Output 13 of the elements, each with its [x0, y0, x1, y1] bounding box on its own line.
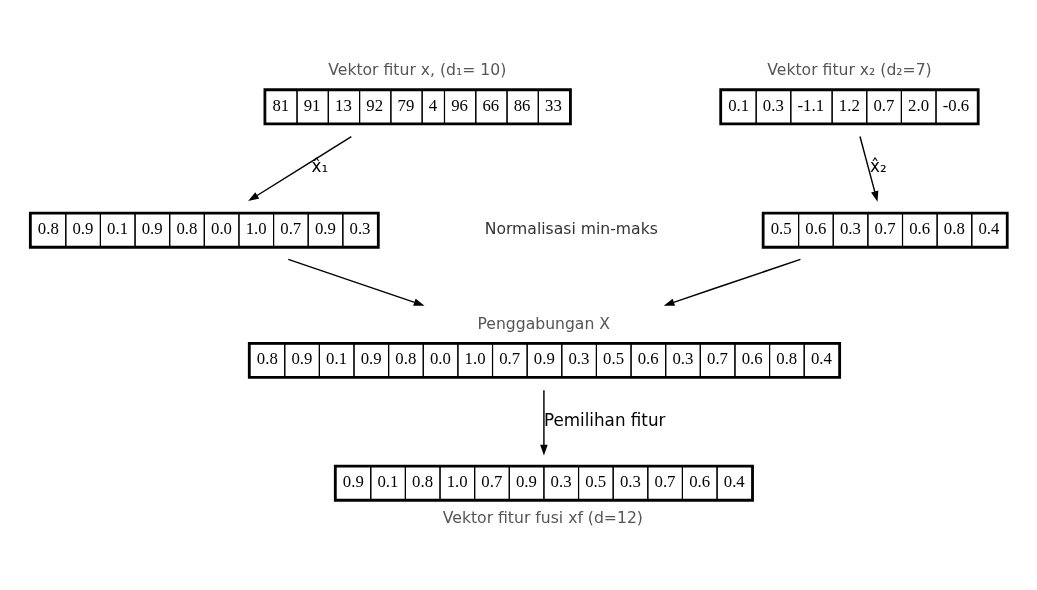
edge-label: x̂₁	[311, 156, 329, 177]
node-label: Vektor fitur x₂ (d₂=7)	[767, 60, 932, 80]
arrow	[540, 389, 548, 456]
node-label: Vektor fitur x, (d₁= 10)	[328, 60, 507, 80]
label: Normalisasi min-maks	[484, 218, 658, 238]
arrow	[248, 135, 353, 202]
node-label: Penggabungan X	[477, 313, 611, 333]
arrow	[287, 258, 425, 306]
arrow	[859, 135, 879, 202]
node-label: Vektor fitur fusi xf (d=12)	[442, 508, 643, 528]
edge-label: x̂₂	[870, 156, 887, 177]
edge-label: Pemilihan fitur	[543, 409, 666, 430]
arrow	[663, 258, 802, 306]
